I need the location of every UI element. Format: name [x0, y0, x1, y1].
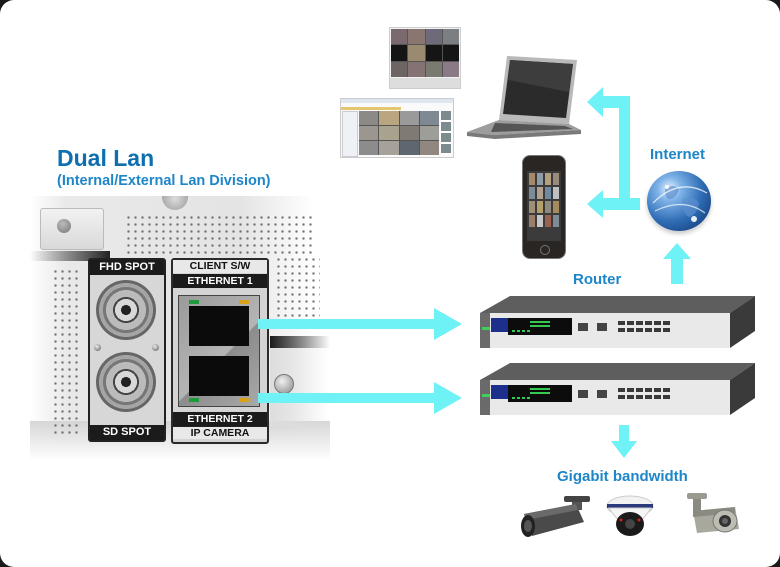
arrow-router-to-internet — [662, 243, 692, 285]
bullet-camera-icon — [520, 496, 595, 546]
screw-plate — [40, 208, 104, 250]
window-titlebar — [341, 99, 453, 103]
cms-software-screenshot — [340, 98, 454, 158]
fhd-spot-label: FHD SPOT — [90, 260, 164, 275]
gigabit-bandwidth-label: Gigabit bandwidth — [557, 468, 688, 485]
ethernet2-label: ETHERNET 2 — [173, 412, 267, 426]
sd-spot-label: SD SPOT — [90, 425, 164, 440]
nvr-back-panel: FHD SPOT SD SPOT CLIENT S/W ETHERNET 1 E… — [30, 196, 330, 461]
ethernet2-port[interactable] — [189, 356, 249, 396]
vent-holes-top — [125, 214, 315, 254]
port1-activity-led — [239, 300, 249, 304]
port1-link-led — [189, 300, 199, 304]
video-grid — [391, 29, 459, 77]
bnc-connector-sd[interactable] — [96, 352, 156, 412]
internet-label: Internet — [650, 146, 706, 163]
client-sw-label: CLIENT S/W — [173, 260, 267, 273]
globe-icon — [647, 171, 711, 231]
phone-screen-video-grid — [527, 171, 561, 241]
arrow-internet-to-clients — [585, 85, 645, 220]
screw-icon — [152, 344, 159, 351]
router-2 — [480, 360, 755, 420]
device-tree — [342, 111, 358, 157]
ethernet1-label: ETHERNET 1 — [173, 274, 267, 288]
screw-icon — [94, 344, 101, 351]
video-grid — [359, 111, 439, 155]
client-software-screenshot — [389, 27, 461, 89]
router-1 — [480, 293, 755, 353]
ip-camera-label: IP CAMERA — [173, 426, 267, 439]
box-camera-icon — [683, 491, 743, 544]
vent-holes-right — [275, 256, 320, 326]
laptop — [465, 50, 585, 140]
router-label: Router — [573, 271, 622, 288]
vent-holes-left — [52, 268, 82, 438]
thumbnail-strip — [441, 111, 451, 155]
smartphone — [522, 155, 566, 259]
home-button — [540, 245, 550, 255]
toolbar — [341, 107, 401, 110]
playback-bar — [390, 78, 460, 88]
bracket-bar — [270, 336, 330, 348]
ethernet1-port[interactable] — [189, 306, 249, 346]
ethernet-port-plate: CLIENT S/W ETHERNET 1 ETHERNET 2 IP CAME… — [171, 258, 269, 444]
side-bracket — [270, 336, 330, 426]
port2-link-led — [189, 398, 199, 402]
port2-activity-led — [239, 398, 249, 402]
panel-knob — [162, 196, 188, 210]
diagram-title: Dual Lan — [57, 145, 155, 171]
panel-strip — [30, 251, 110, 261]
arrow-ethernet2-to-router — [258, 380, 463, 416]
arrow-ethernet1-to-router — [258, 306, 463, 342]
rj45-port-frame — [178, 295, 260, 407]
arrow-router-to-cameras — [610, 425, 638, 459]
diagram-subtitle: (Internal/External Lan Division) — [57, 173, 271, 189]
bnc-connector-fhd[interactable] — [96, 280, 156, 340]
dome-camera-icon — [605, 494, 655, 547]
spot-output-plate: FHD SPOT SD SPOT — [88, 258, 166, 442]
